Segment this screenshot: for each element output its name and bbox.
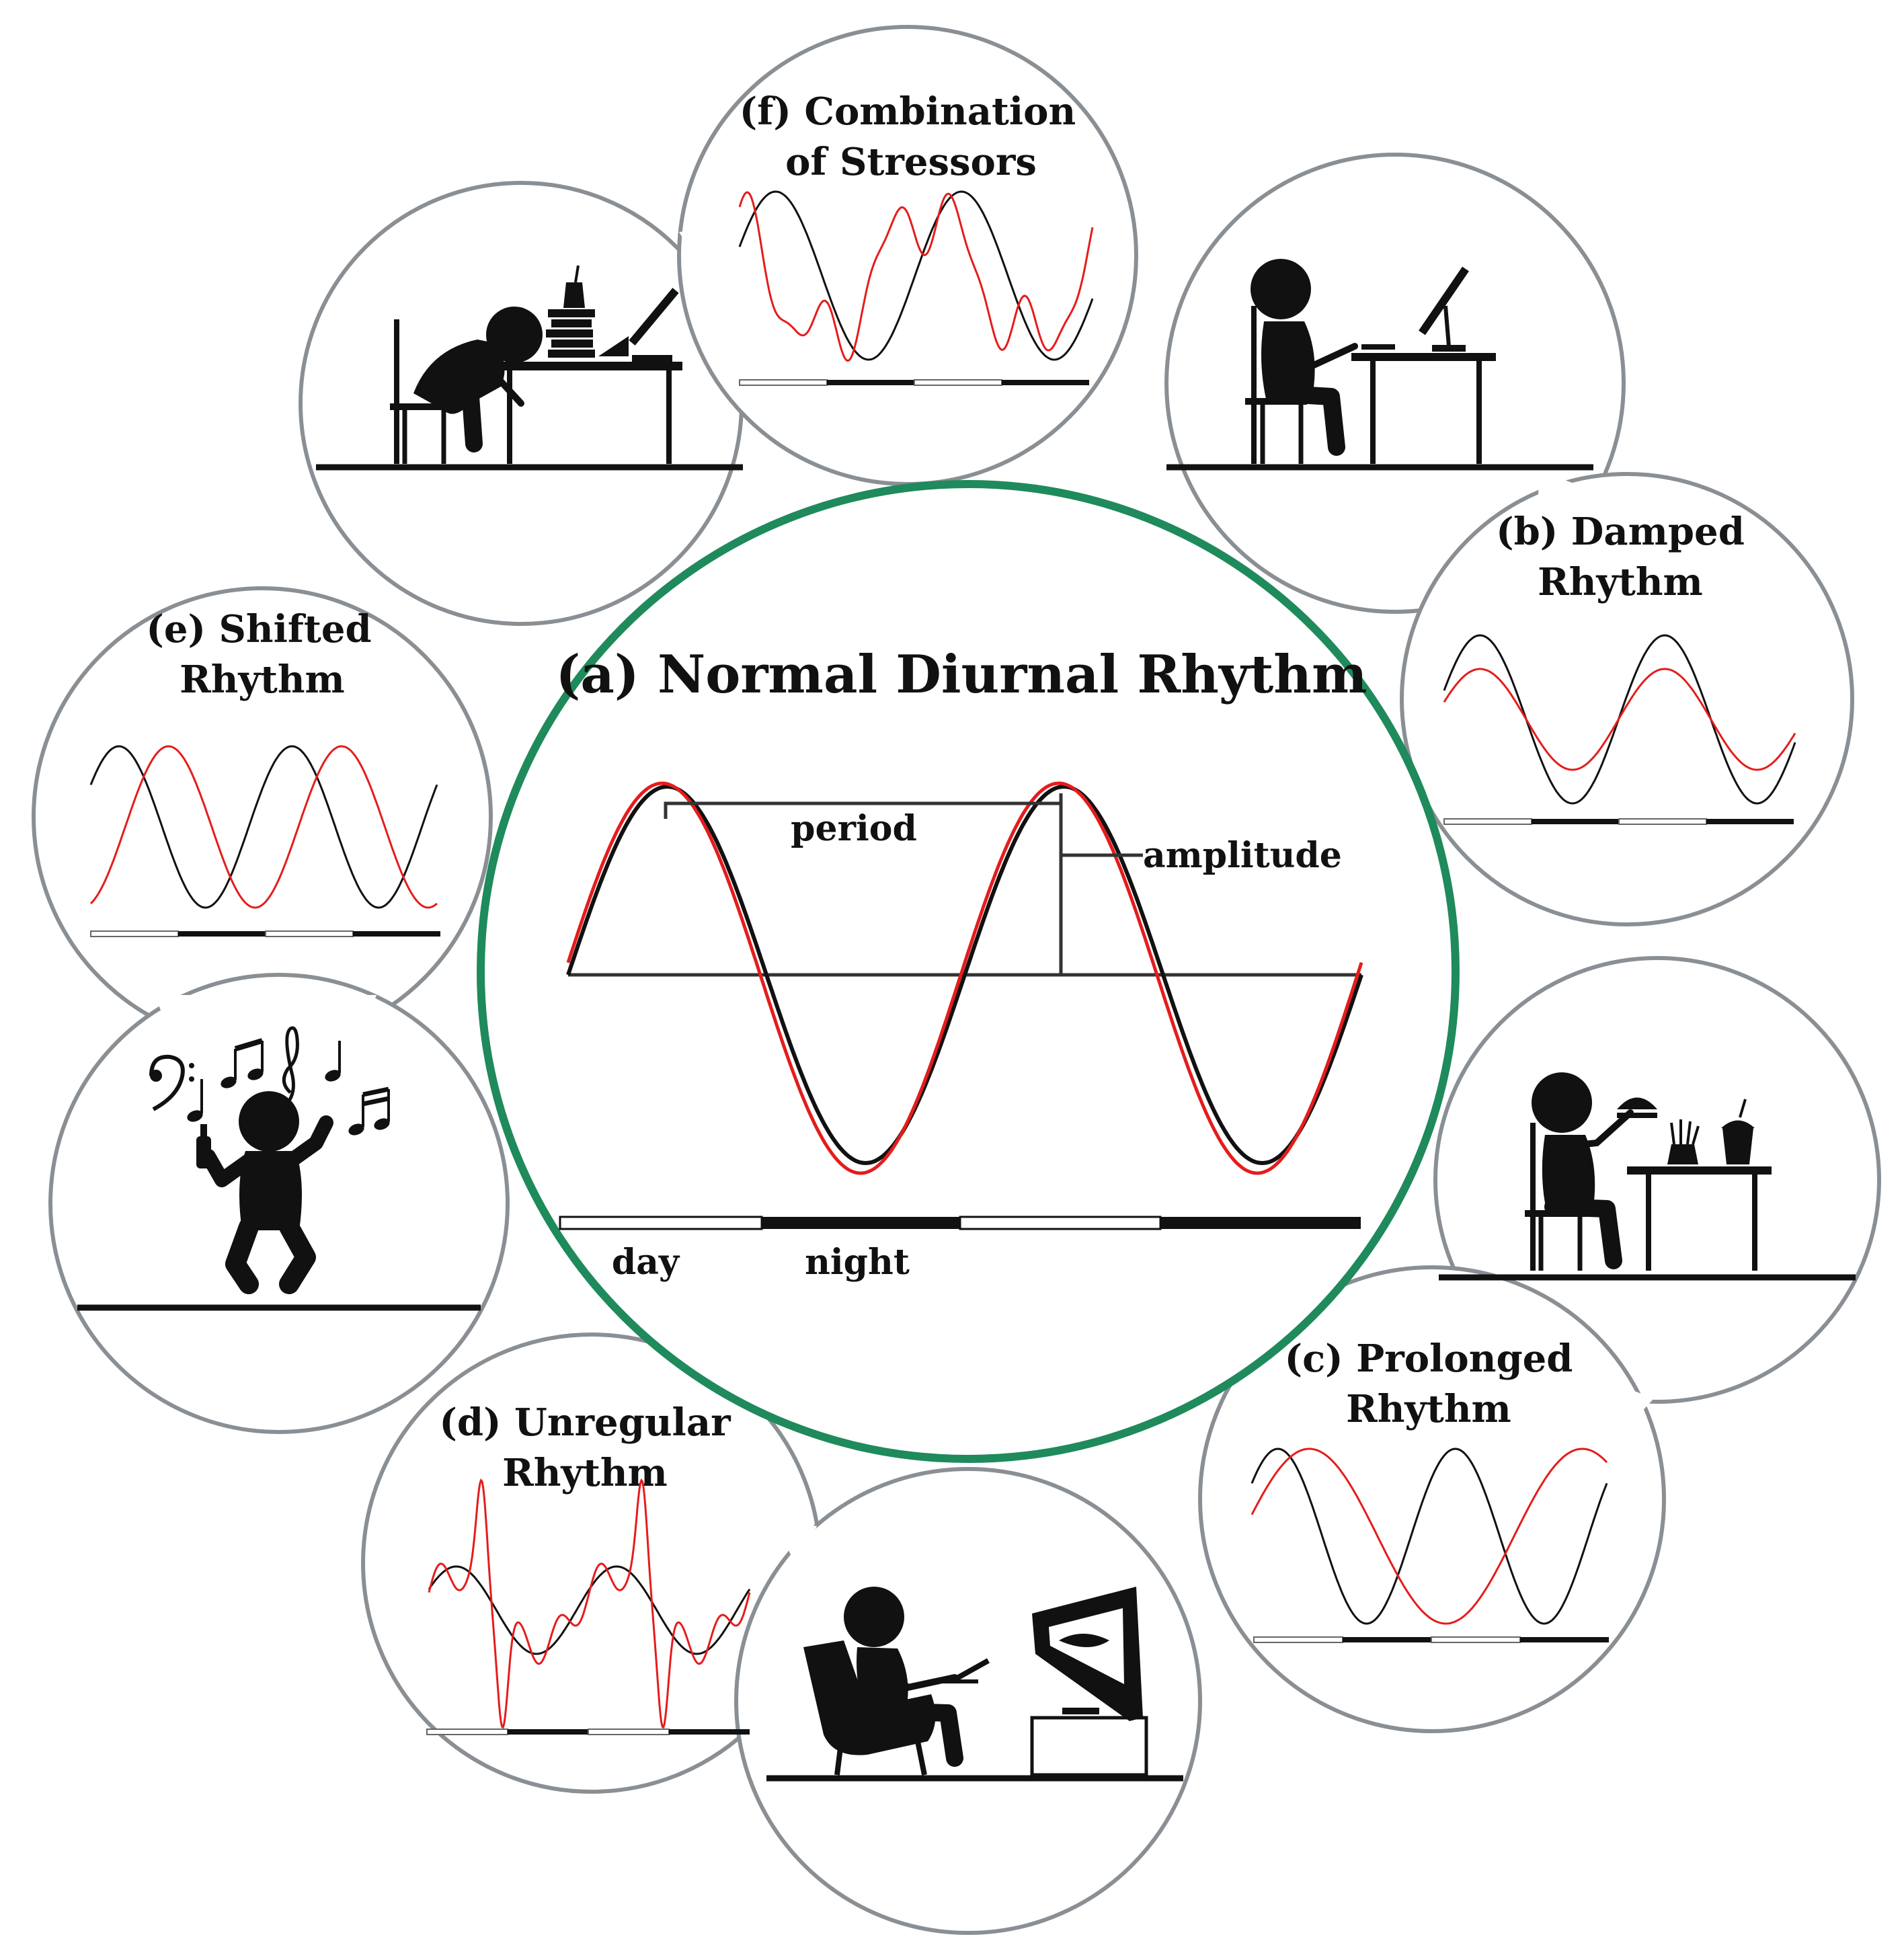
panel-d-daynight-bar — [426, 1729, 750, 1735]
panel-b-daynight-bar — [1443, 818, 1794, 825]
panel-e-reference-curve — [89, 745, 438, 909]
observed-rhythm-curve — [566, 781, 1363, 1175]
student-sleeping-at-desk-icon — [316, 265, 743, 471]
panel-b-title-1: (b) Damped — [1496, 510, 1745, 554]
panel-f-title-2: of Stressors — [785, 140, 1037, 184]
panel-f-reference-curve — [738, 190, 1094, 361]
day-label: day — [612, 1242, 680, 1283]
panel-d-unregular: (d) Unregular Rhythm — [426, 1400, 751, 1735]
day-segment — [559, 1216, 763, 1230]
bubble-b — [1164, 153, 1854, 926]
person-watching-tv-icon — [766, 1587, 1183, 1782]
panel-d-title-1: (d) Unregular — [439, 1400, 731, 1445]
amplitude-label: amplitude — [1143, 835, 1342, 876]
panel-b-damped: (b) Damped Rhythm — [1443, 510, 1796, 825]
panel-c-title-1: (c) Prolonged — [1285, 1337, 1573, 1381]
day-segment-2 — [959, 1216, 1162, 1230]
panel-c-daynight-bar — [1253, 1636, 1609, 1643]
panel-c-prolonged-curve — [1251, 1447, 1608, 1625]
panel-e-title-2: Rhythm — [180, 658, 345, 702]
panel-c-title-2: Rhythm — [1346, 1387, 1511, 1431]
bubble-f — [299, 25, 1138, 626]
person-eating-icon — [1439, 1072, 1856, 1281]
person-at-computer-icon — [1166, 259, 1593, 471]
panel-f-disrupted-curve — [738, 191, 1094, 362]
music-notes-icon — [149, 1026, 390, 1136]
panel-f-title-1: (f) Combination — [740, 89, 1076, 134]
panel-e-shifted: (e) Shifted Rhythm — [89, 607, 440, 937]
panel-b-title-2: Rhythm — [1538, 560, 1703, 604]
panel-f-daynight-bar — [739, 379, 1089, 386]
panel-e-daynight-bar — [90, 930, 440, 937]
night-label: night — [805, 1242, 910, 1283]
panel-e-shifted-curve — [89, 745, 438, 909]
bubble-c — [1198, 956, 1881, 1733]
panel-e-title-1: (e) Shifted — [146, 607, 371, 651]
panel-f-combination: (f) Combination of Stressors — [738, 89, 1094, 386]
panel-b-damped-curve — [1443, 668, 1796, 771]
person-dancing-icon — [77, 1091, 481, 1311]
night-segment-2 — [1160, 1217, 1361, 1229]
main-rhythm-circle — [477, 480, 1460, 1463]
night-segment — [762, 1217, 960, 1229]
period-label: period — [791, 808, 917, 849]
panel-c-prolonged: (c) Prolonged Rhythm — [1251, 1337, 1609, 1643]
panel-d-unregular-curve — [428, 1478, 751, 1729]
reference-rhythm-curve — [566, 785, 1363, 1165]
panel-c-reference-curve — [1251, 1447, 1608, 1625]
bubble-d — [361, 1333, 1202, 1935]
panel-a-normal-rhythm: (a) Normal Diurnal Rhythm period amplitu… — [555, 644, 1367, 1283]
main-title: (a) Normal Diurnal Rhythm — [555, 644, 1367, 705]
